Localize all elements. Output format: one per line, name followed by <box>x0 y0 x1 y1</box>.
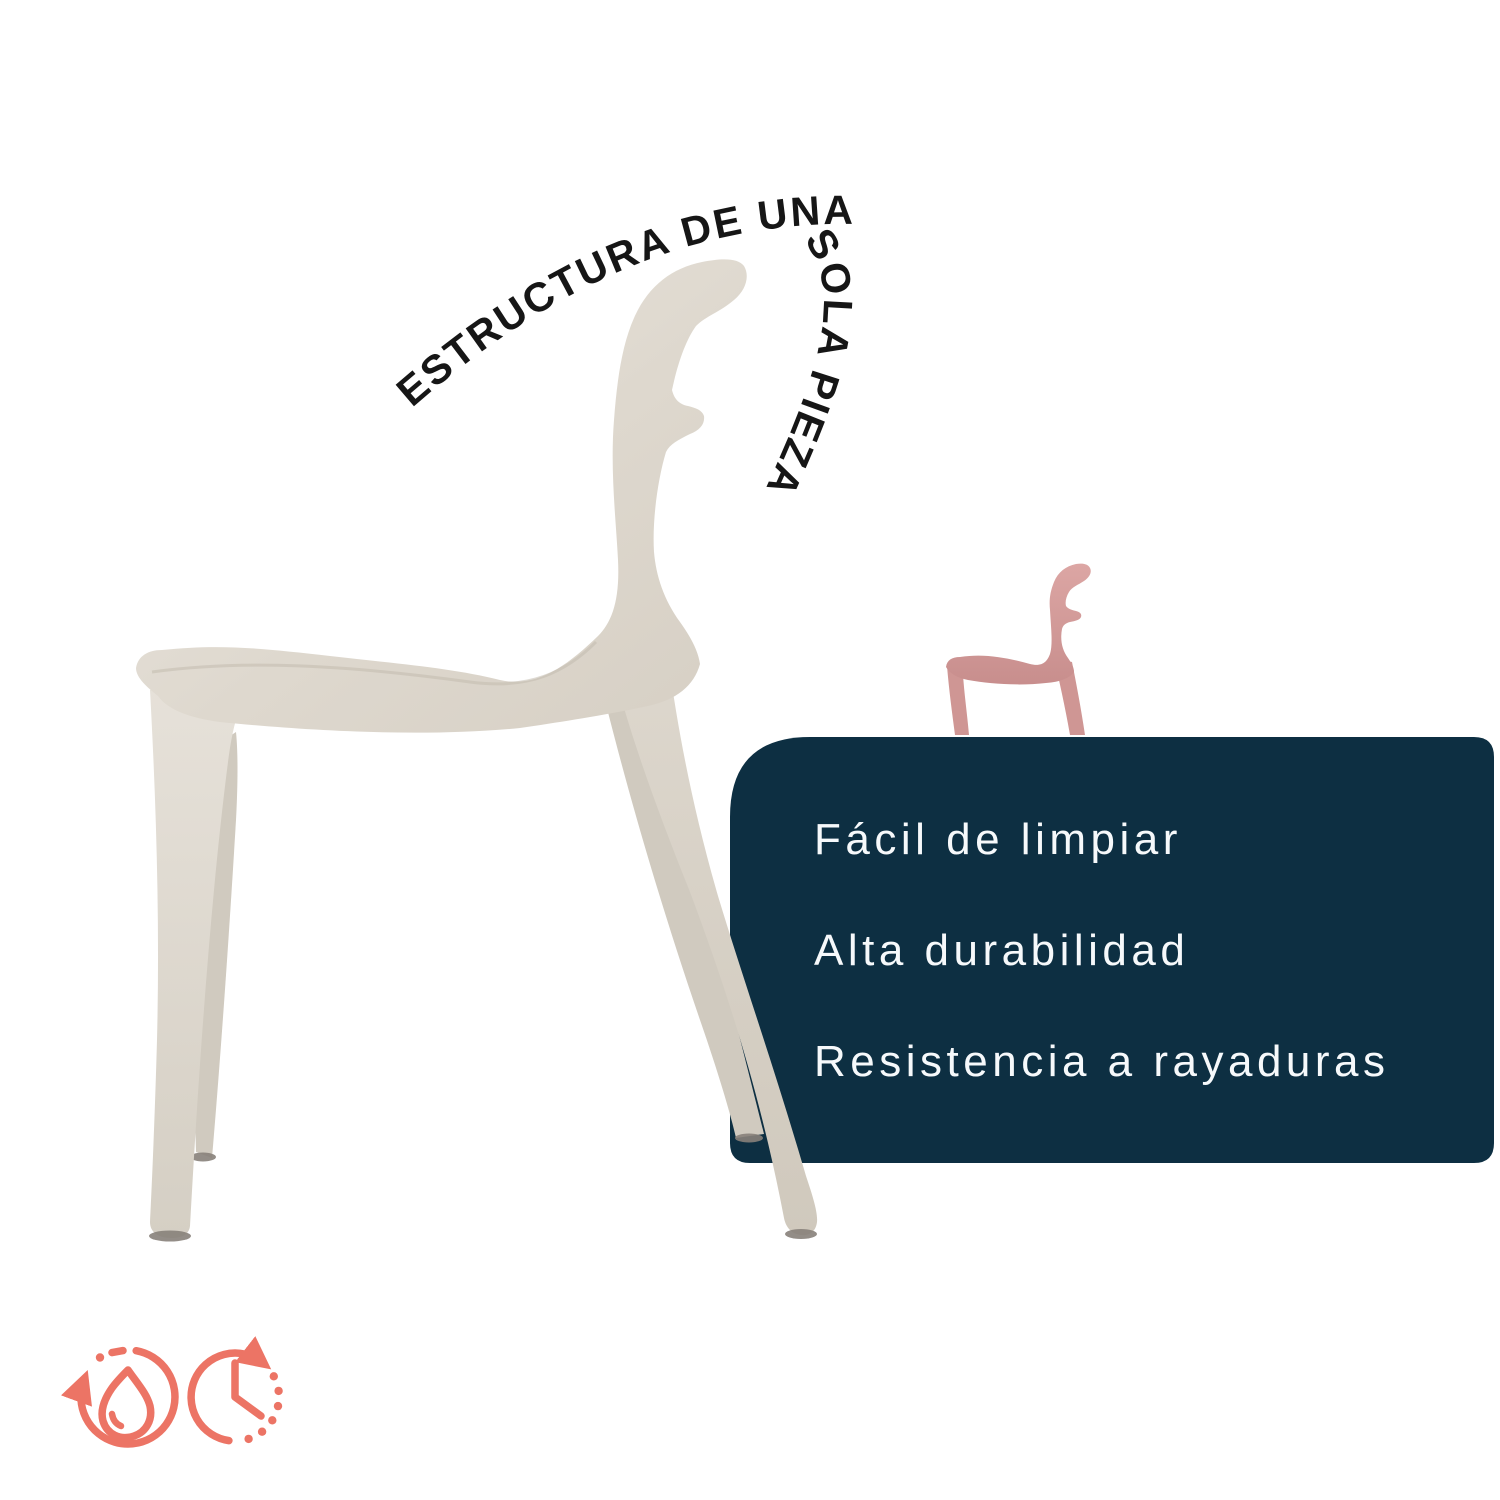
clock-dot <box>273 1401 283 1411</box>
front-foot-pad <box>149 1230 191 1242</box>
clock-dot <box>257 1427 267 1436</box>
info-panel-background <box>730 737 1494 1163</box>
back-foot-pad <box>785 1229 817 1239</box>
pink-chair-front-leg <box>947 666 969 735</box>
far-front-foot-pad <box>190 1152 216 1162</box>
pink-chair-body <box>946 563 1091 685</box>
clock-dot <box>269 1372 278 1381</box>
clock-hands <box>231 1359 265 1420</box>
main-chair-back-leg <box>612 658 818 1236</box>
curved-headline-lower: SOLA PIEZA <box>757 221 861 505</box>
clock-cycle-icon <box>187 1336 283 1445</box>
clock-dot <box>274 1386 283 1396</box>
info-panel: Fácil de limpiar Alta durabilidad Resist… <box>730 737 1494 1163</box>
curved-headline-lower-text: SOLA PIEZA <box>757 221 859 505</box>
clock-dot <box>268 1416 277 1425</box>
main-chair-front-leg <box>150 686 246 1238</box>
clock-dot <box>244 1434 253 1444</box>
water-cycle-dot <box>95 1353 105 1362</box>
water-cycle-dash <box>108 1346 127 1357</box>
background-pink-chair <box>946 563 1091 735</box>
panel-line-scratch-resist: Resistencia a rayaduras <box>814 1037 1390 1086</box>
main-chair-far-back-leg <box>600 672 764 1138</box>
water-cycle-arrow <box>60 1346 179 1448</box>
main-chair-body <box>136 259 747 733</box>
water-drop-outline <box>98 1366 155 1442</box>
water-drop-cycle-icon <box>60 1346 179 1448</box>
clock-cycle-arrow <box>187 1336 272 1445</box>
seat-edge-seam <box>151 640 598 686</box>
panel-line-easy-clean: Fácil de limpiar <box>814 815 1182 864</box>
clock-cycle-dots <box>244 1372 283 1444</box>
panel-line-durability: Alta durabilidad <box>814 926 1189 975</box>
far-back-foot-pad <box>735 1133 763 1143</box>
main-chair <box>136 259 818 1242</box>
water-drop-highlight <box>108 1410 125 1430</box>
